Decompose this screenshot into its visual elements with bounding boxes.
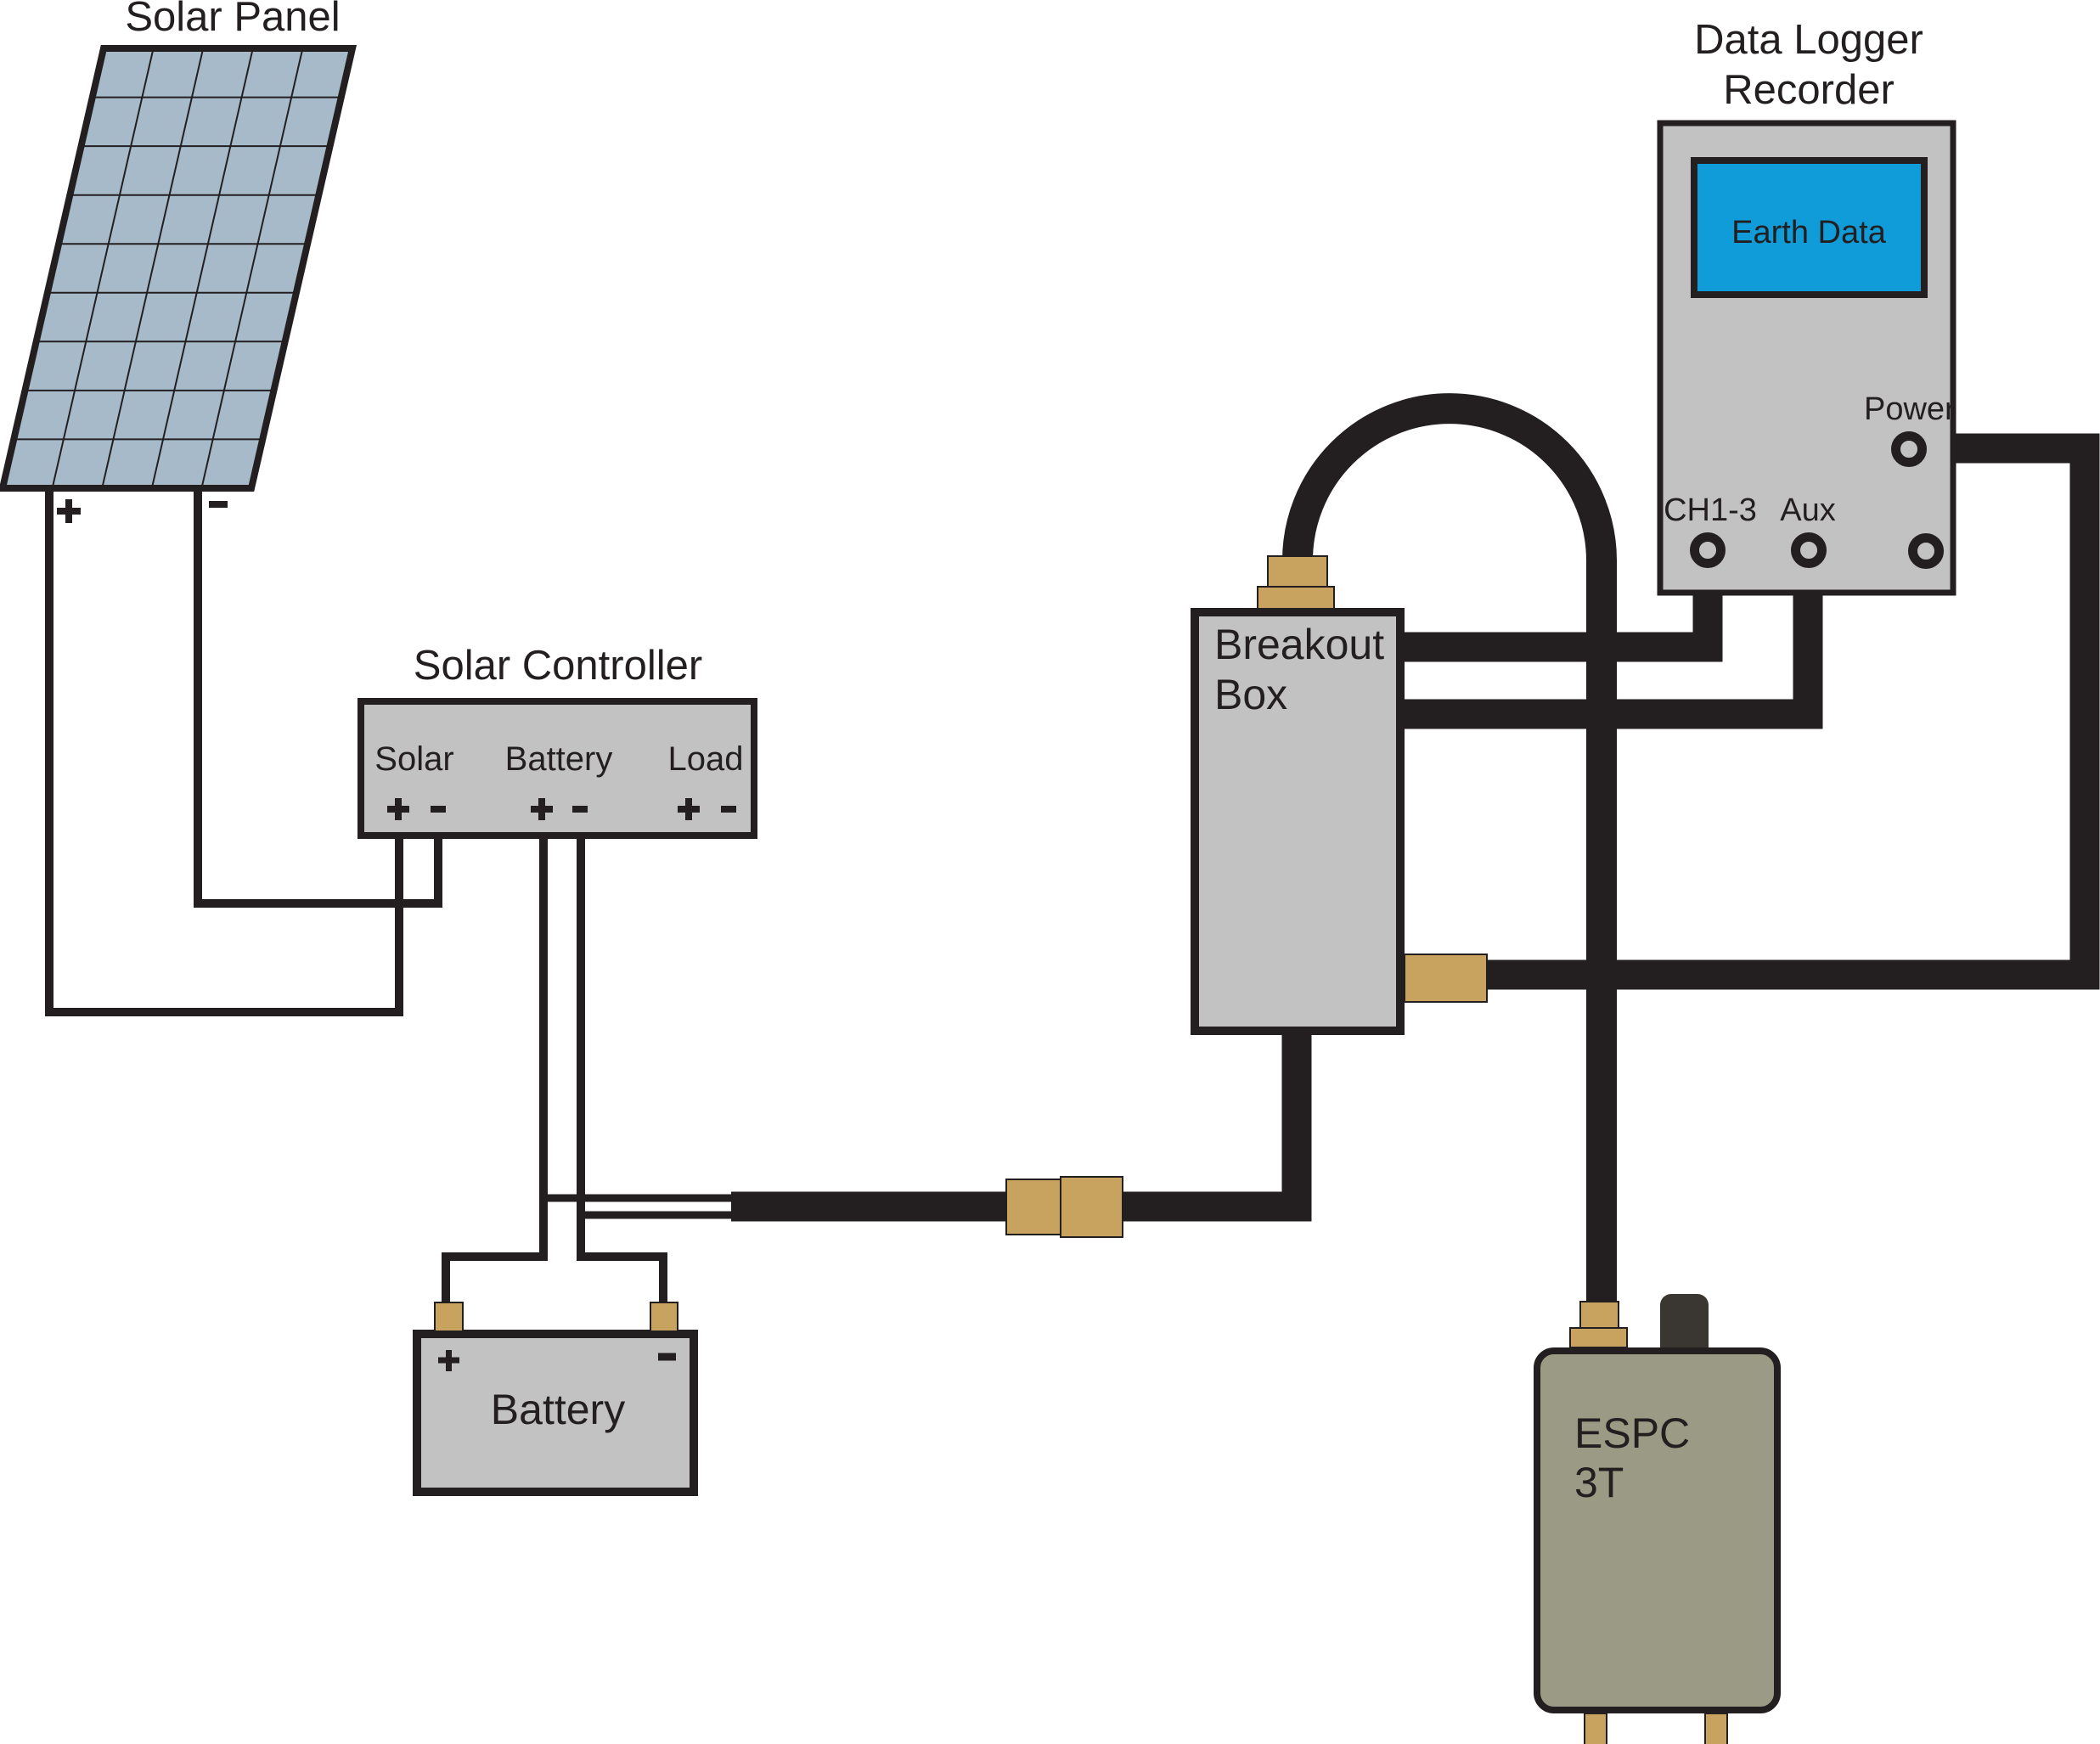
svg-text:Box: Box <box>1214 671 1287 718</box>
svg-text:Load: Load <box>668 740 744 778</box>
svg-text:Solar Controller: Solar Controller <box>414 643 702 689</box>
svg-text:Solar Panel: Solar Panel <box>125 0 340 40</box>
svg-text:Recorder: Recorder <box>1723 67 1895 113</box>
svg-text:Solar: Solar <box>374 740 453 778</box>
svg-text:3T: 3T <box>1574 1459 1624 1506</box>
svg-text:CH1-3: CH1-3 <box>1664 492 1757 528</box>
svg-text:Power: Power <box>1864 391 1956 427</box>
svg-text:Aux: Aux <box>1780 492 1835 528</box>
svg-text:ESPC: ESPC <box>1574 1409 1690 1457</box>
svg-text:Battery: Battery <box>491 1386 625 1433</box>
svg-text:Battery: Battery <box>505 740 613 778</box>
svg-text:Data Logger: Data Logger <box>1694 17 1923 63</box>
svg-text:Earth Data: Earth Data <box>1731 215 1887 250</box>
svg-text:Breakout: Breakout <box>1214 621 1384 668</box>
